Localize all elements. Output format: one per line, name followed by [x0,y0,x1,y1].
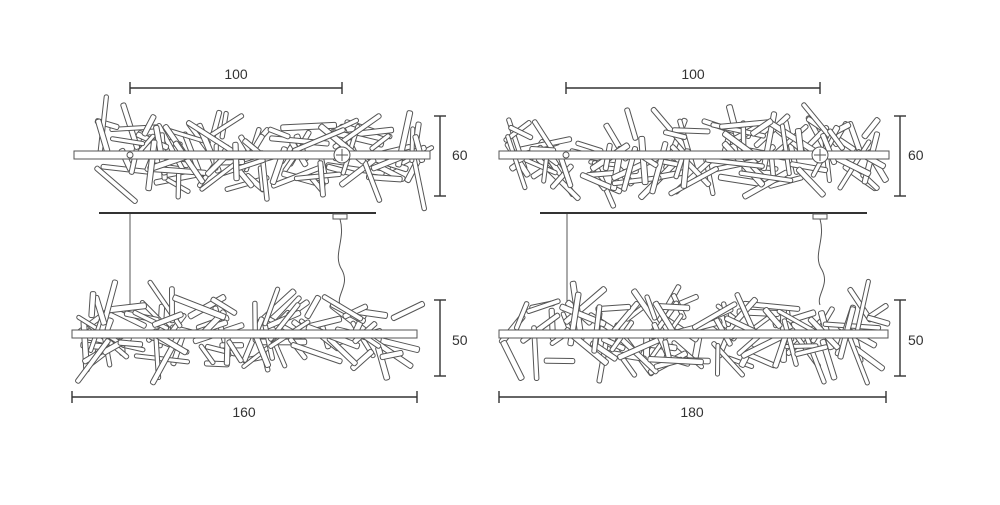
left-top-width-label: 100 [224,66,248,82]
right-top-height-dimension: 60 [894,115,924,197]
rod [513,301,530,331]
left-ceiling-mount [99,212,376,306]
rod [390,300,426,322]
rod [304,294,322,320]
right-top-width-label: 100 [681,66,705,82]
rod [262,286,281,327]
rod [624,107,639,141]
rod [508,124,534,141]
rod [668,166,719,197]
rod [671,127,711,135]
rod [750,118,774,137]
rod [531,325,540,381]
right-front-width-label: 180 [680,404,704,420]
rod [505,134,528,191]
left-front-view-frame [71,329,418,339]
rod [795,166,826,198]
rod [827,128,846,151]
rod [526,298,561,315]
rod [644,294,658,321]
left-front-width-label: 160 [232,404,256,420]
right-front-height-label: 50 [908,332,924,348]
rod [226,339,244,364]
right-front-height-dimension: 50 [894,299,924,377]
rod [369,133,391,152]
rod [172,294,227,321]
left-top-width-dimension: 100 [129,66,343,94]
rod [866,314,891,327]
right-ceiling-mount [540,212,867,306]
rod [88,291,97,319]
left-top-height-label: 60 [452,147,468,163]
rod [591,304,603,354]
rod [691,301,738,331]
right-top-view-frame [498,146,890,164]
rod [94,165,138,205]
rod [365,173,403,183]
rod [290,342,343,365]
rod [141,114,157,137]
rod [559,303,607,328]
rod [500,339,525,381]
rod [109,136,146,147]
right-top-view-rods [503,102,889,209]
rod [861,117,881,140]
rod [715,343,721,377]
rod [647,356,704,366]
right-top-height-label: 60 [908,147,924,163]
rod [210,296,238,316]
rod [762,306,783,329]
rod [321,294,364,322]
rod [293,171,342,182]
right-front-view-frame [498,329,889,339]
left-front-height-label: 50 [452,332,468,348]
right-front-width-dimension: 180 [498,391,887,420]
rod [794,344,829,357]
rod [198,343,216,366]
rod [75,338,111,384]
rod [267,126,291,140]
rod [317,160,326,198]
rod [232,141,240,182]
right-top-width-dimension: 100 [565,66,821,94]
left-top-height-dimension: 60 [434,115,468,197]
left-front-width-dimension: 160 [71,391,418,420]
left-top-view-frame [73,146,431,164]
rod [175,171,182,200]
rod [151,311,184,328]
rod [662,129,688,140]
rod [705,157,765,169]
rod [117,339,144,348]
rod [738,170,794,184]
rod [779,123,792,177]
rod [595,303,632,313]
rod [543,357,576,365]
left-front-height-dimension: 50 [434,299,468,377]
rod [332,113,382,150]
rod [379,349,404,361]
